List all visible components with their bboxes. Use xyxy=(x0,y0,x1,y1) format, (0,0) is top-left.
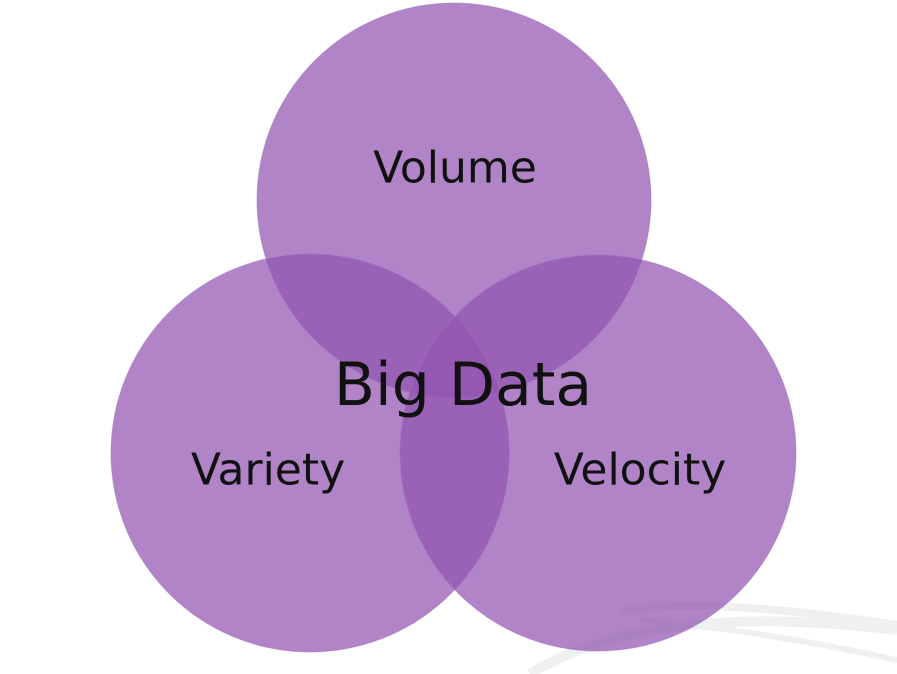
volume-label: Volume xyxy=(373,142,537,194)
big-data-title: Big Data xyxy=(333,350,593,420)
velocity-circle xyxy=(399,254,797,652)
variety-label: Variety xyxy=(190,444,346,496)
velocity-label: Velocity xyxy=(553,444,727,496)
